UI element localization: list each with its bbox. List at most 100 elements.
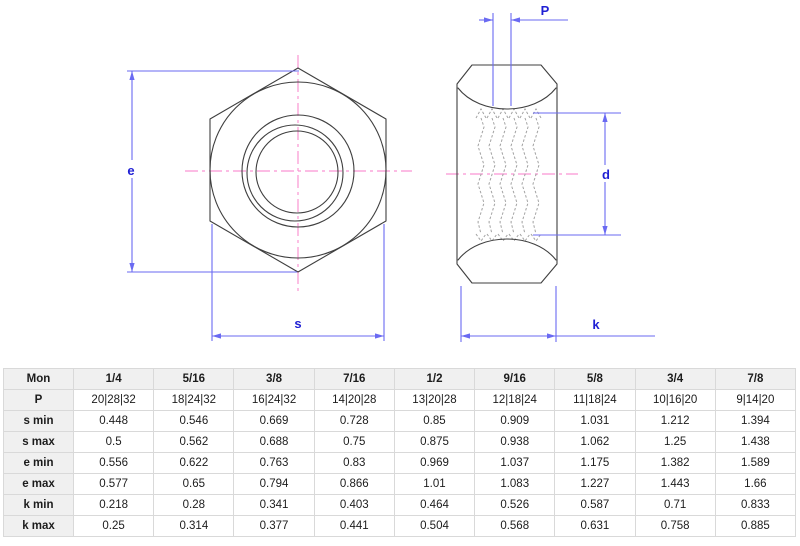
table-cell: 0.622: [153, 452, 235, 474]
thread-hatch: [475, 107, 542, 242]
table-cell: 16|24|32: [233, 389, 315, 411]
row-label: s max: [3, 431, 74, 453]
thread-major-circle: [246, 124, 344, 222]
table-cell: 0.75: [313, 431, 395, 453]
table-cell: 13|20|28: [393, 389, 476, 411]
table-cell: 0.577: [72, 473, 155, 495]
table-cell: 18|24|32: [153, 389, 235, 411]
thread-crest: [530, 107, 542, 242]
table-cell: 20|28|32: [72, 389, 155, 411]
column-header: 1/2: [393, 368, 476, 390]
table-cell: 1.438: [714, 431, 797, 453]
table-cell: 0.341: [233, 494, 315, 516]
e-arrow-down: [129, 263, 135, 272]
row-label: e max: [3, 473, 74, 495]
column-header: 3/8: [233, 368, 315, 390]
table-cell: 0.631: [554, 515, 636, 537]
table-cell: 0.403: [313, 494, 395, 516]
row-label: e min: [3, 452, 74, 474]
s-arrow-right: [375, 333, 384, 339]
table-cell: 0.587: [554, 494, 636, 516]
table-cell: 1.382: [634, 452, 716, 474]
table-cell: 0.669: [233, 410, 315, 432]
table-cell: 1.443: [634, 473, 716, 495]
s-arrow-left: [212, 333, 221, 339]
column-header: 7/8: [714, 368, 797, 390]
table-cell: 0.833: [714, 494, 797, 516]
dimension-p: P: [479, 3, 568, 106]
table-cell: 0.969: [393, 452, 476, 474]
table-cell: 0.885: [714, 515, 797, 537]
d-dimension-label: d: [602, 167, 610, 182]
table-cell: 0.71: [634, 494, 716, 516]
thread-strand: [488, 117, 496, 235]
column-header: 3/4: [634, 368, 716, 390]
top-facet-curve: [457, 87, 557, 110]
table-cell: 0.526: [474, 494, 556, 516]
s-dimension-label: s: [294, 316, 301, 331]
table-cell: 0.504: [393, 515, 476, 537]
column-header: 5/16: [153, 368, 235, 390]
table-cell: 0.546: [153, 410, 235, 432]
dimension-k: k: [460, 286, 655, 342]
thread-crest: [486, 107, 498, 242]
table-cell: 0.83: [313, 452, 395, 474]
table-cell: 1.589: [714, 452, 797, 474]
table-cell: 1.031: [554, 410, 636, 432]
d-arrow-up: [602, 113, 608, 122]
table-cell: 0.464: [393, 494, 476, 516]
table-cell: 0.25: [72, 515, 155, 537]
dimension-s: s: [211, 224, 385, 341]
e-arrow-up: [129, 71, 135, 80]
p-dimension-label: P: [541, 3, 550, 18]
column-header: 1/4: [72, 368, 155, 390]
thread-strand: [477, 117, 485, 235]
table-cell: 0.5: [72, 431, 155, 453]
table-cell: 0.875: [393, 431, 476, 453]
column-header: 5/8: [554, 368, 636, 390]
table-cell: 0.448: [72, 410, 155, 432]
table-cell: 1.394: [714, 410, 797, 432]
table-cell: 12|18|24: [474, 389, 556, 411]
table-cell: 1.212: [634, 410, 716, 432]
e-label-mask: [124, 160, 140, 178]
table-cell: 14|20|28: [313, 389, 395, 411]
thread-strand: [521, 117, 529, 235]
table-cell: 0.794: [233, 473, 315, 495]
column-header: Mon: [3, 368, 74, 390]
hexagon-outline: [209, 67, 387, 273]
k-arrow-left: [461, 333, 470, 339]
table-cell: 0.728: [313, 410, 395, 432]
front-view: e s: [124, 55, 412, 341]
table-cell: 0.688: [233, 431, 315, 453]
table-cell: 1.037: [474, 452, 556, 474]
table-cell: 1.66: [714, 473, 797, 495]
side-view: P d k: [446, 3, 655, 342]
thread-crest: [475, 107, 487, 242]
thread-strand: [532, 117, 540, 235]
thread-strand: [499, 117, 507, 235]
table-cell: 0.938: [474, 431, 556, 453]
table-cell: 9|14|20: [714, 389, 797, 411]
table-cell: 1.25: [634, 431, 716, 453]
dimension-d: d: [533, 112, 621, 236]
thread-hole-circle: [255, 130, 339, 214]
thread-strand: [510, 117, 518, 235]
table-cell: 1.227: [554, 473, 636, 495]
table-cell: 1.01: [393, 473, 476, 495]
nut-side-outline: [456, 64, 558, 284]
k-dimension-label: k: [592, 317, 600, 332]
bottom-facet-curve: [457, 238, 557, 261]
table-cell: 0.28: [153, 494, 235, 516]
table-cell: 0.441: [313, 515, 395, 537]
table-cell: 0.568: [474, 515, 556, 537]
table-cell: 0.377: [233, 515, 315, 537]
column-header: 9/16: [474, 368, 556, 390]
table-cell: 0.556: [72, 452, 155, 474]
